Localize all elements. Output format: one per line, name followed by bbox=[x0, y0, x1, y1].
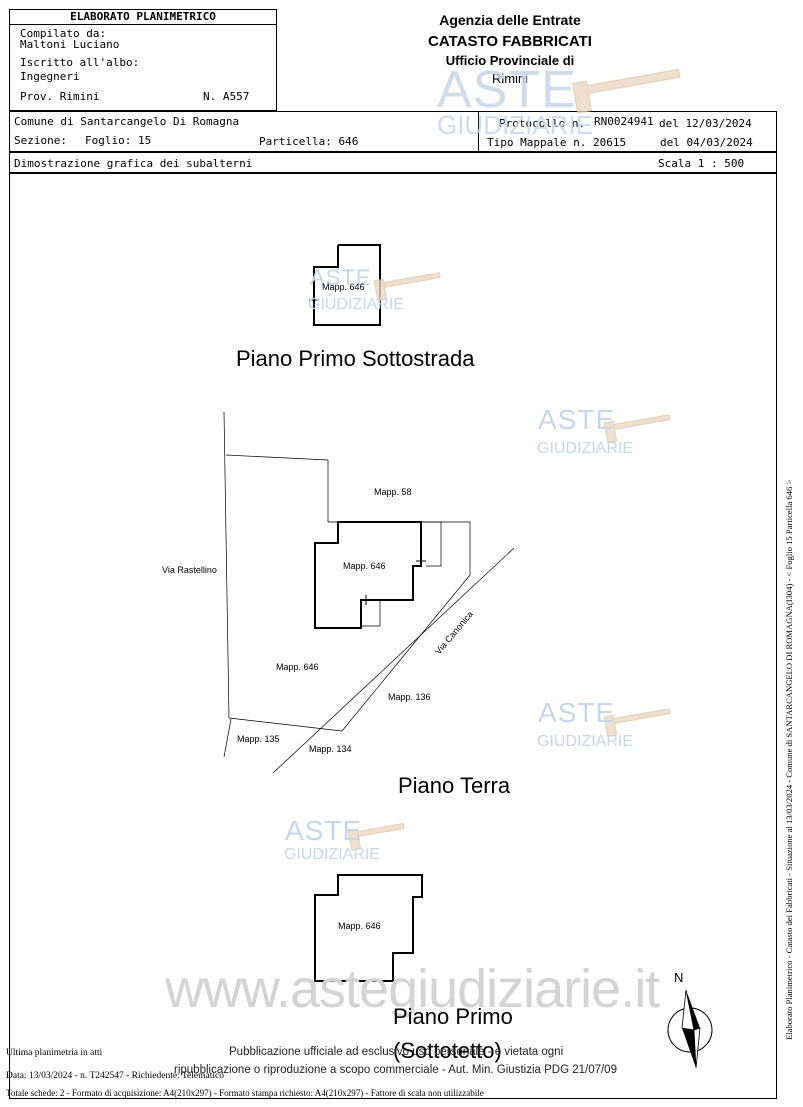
north-label: N bbox=[674, 970, 684, 985]
watermark-aste-header: ASTE bbox=[437, 61, 577, 119]
mapp-58-label: Mapp. 58 bbox=[374, 487, 412, 497]
watermark-aste-3: ASTE bbox=[538, 697, 616, 728]
header-title-divider bbox=[9, 24, 277, 25]
terra-lot-label: Mapp. 646 bbox=[276, 662, 319, 672]
mapp-136-label: Mapp. 136 bbox=[388, 692, 431, 702]
terra-footprint bbox=[314, 521, 422, 629]
publication-notice-2: ripubblicazione o riproduzione a scopo c… bbox=[174, 1064, 617, 1076]
compilato-label: Compilato da: bbox=[20, 27, 107, 40]
agency-name: Agenzia delle Entrate bbox=[439, 12, 581, 28]
watermark-giudiziarie-1: GIUDIZIARIE bbox=[308, 296, 405, 313]
protocollo-label: Protocollo n. bbox=[499, 117, 586, 130]
piano-terra-title: Piano Terra bbox=[398, 773, 511, 798]
watermark-site-url: www.astegiudiziarie.it bbox=[165, 959, 660, 1019]
watermark-giudiziarie-header: GIUDIZIARIE bbox=[437, 110, 594, 140]
sottostrada-footprint bbox=[313, 244, 381, 326]
catasto-title: CATASTO FABBRICATI bbox=[428, 33, 592, 50]
gavel-watermark-icon bbox=[347, 68, 681, 852]
north-arrow-icon bbox=[667, 989, 713, 1069]
foglio: Foglio: 15 bbox=[85, 134, 152, 147]
terra-building-label: Mapp. 646 bbox=[343, 561, 386, 571]
mapp-135-divider bbox=[223, 718, 232, 758]
document-title: ELABORATO PLANIMETRICO bbox=[70, 10, 216, 23]
lot-boundary-north bbox=[225, 454, 329, 522]
watermark-aste-2: ASTE bbox=[538, 404, 616, 435]
lot-boundary-south bbox=[228, 717, 343, 732]
iscritto-label: Iscritto all'albo: bbox=[20, 56, 140, 69]
dimostrazione-row bbox=[9, 152, 777, 173]
annex-outline bbox=[413, 521, 442, 567]
primo-footprint bbox=[314, 874, 423, 982]
drawing-frame bbox=[9, 173, 777, 1099]
dimostrazione-grafica: Dimostrazione grafica dei subalterni bbox=[14, 157, 253, 170]
mapp-134-label: Mapp. 134 bbox=[309, 744, 352, 754]
piano-primo-title: Piano Primo bbox=[393, 1004, 513, 1029]
tipo-mappale-label: Tipo Mappale n. bbox=[487, 136, 587, 149]
comune: Comune di Santarcangelo Di Romagna bbox=[14, 115, 240, 128]
footer-data: Data: 13/03/2024 - n. T242547 - Richiede… bbox=[6, 1071, 224, 1081]
ultima-planimetria: Ultima planimetria in atti bbox=[6, 1048, 103, 1058]
provincia: Prov. Rimini bbox=[20, 90, 100, 103]
tipo-mappale-number: 20615 bbox=[593, 136, 627, 149]
footer-totale: Totale schede: 2 - Formato di acquisizio… bbox=[6, 1088, 484, 1098]
via-rastellino-label: Via Rastellino bbox=[162, 565, 217, 575]
watermark-giudiziarie-2: GIUDIZIARIE bbox=[537, 440, 634, 457]
watermark-giudiziarie-3: GIUDIZIARIE bbox=[537, 733, 634, 750]
scale: Scala 1 : 500 bbox=[658, 157, 745, 170]
sezione: Sezione: bbox=[14, 134, 67, 147]
tipo-mappale-date: del 04/03/2024 bbox=[660, 136, 753, 149]
via-canonica-line-west bbox=[341, 574, 471, 732]
ufficio-label: Ufficio Provinciale di bbox=[445, 53, 575, 68]
iscritto-value: Ingegneri bbox=[20, 70, 80, 83]
watermark-giudiziarie-4: GIUDIZIARIE bbox=[284, 846, 381, 863]
via-rastellino-line bbox=[223, 411, 230, 719]
ufficio-city: Rimini bbox=[491, 71, 529, 86]
particella: Particella: 646 bbox=[259, 135, 359, 148]
piano-sottostrada-title: Piano Primo Sottostrada bbox=[236, 346, 475, 371]
side-vertical-caption: Elaborato Planimetrico - Catasto dei Fab… bbox=[784, 479, 794, 1040]
compilato-name: Maltoni Luciano bbox=[20, 38, 120, 51]
sottostrada-mapp-label: Mapp. 646 bbox=[322, 282, 365, 292]
protocollo-date: del 12/03/2024 bbox=[659, 117, 752, 130]
protocollo-box bbox=[478, 111, 777, 152]
albo-number: N. A557 bbox=[203, 90, 250, 103]
protocollo-number: RN0024941 bbox=[594, 115, 654, 128]
publication-notice-1: Pubblicazione ufficiale ad esclusivo uso… bbox=[229, 1046, 564, 1058]
watermark-aste-4: ASTE bbox=[285, 815, 363, 846]
header-left-box bbox=[9, 9, 277, 111]
mapp-135-label: Mapp. 135 bbox=[237, 734, 280, 744]
primo-mapp-label: Mapp. 646 bbox=[338, 921, 381, 931]
piano-primo-subtitle: (Sottotetto) bbox=[393, 1038, 502, 1063]
via-canonica-line-east bbox=[272, 547, 515, 774]
annex-south bbox=[360, 600, 381, 627]
watermark-aste-1: ASTE bbox=[310, 265, 372, 290]
